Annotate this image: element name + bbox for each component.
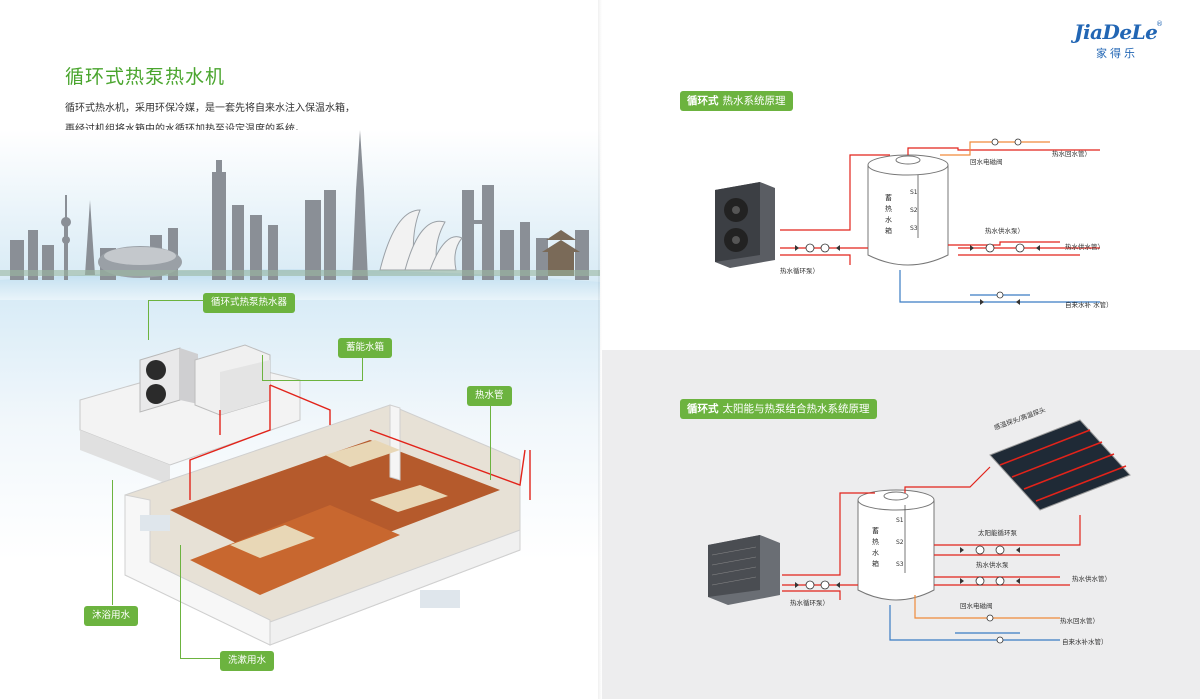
heat-pump-unit <box>139 347 198 413</box>
sensor-label: S3 <box>896 561 904 568</box>
callout-line <box>148 300 203 301</box>
return-valve-label: 回水电磁阀 <box>960 601 993 610</box>
supply-pipe-label: 热水供水管） <box>1065 242 1104 251</box>
sensor-label: S3 <box>910 225 918 232</box>
diagram2-tag: 循环式太阳能与热泵结合热水系统原理 <box>680 399 877 419</box>
description: 循环式热水机，采用环保冷媒，是一套先将自来水注入保温水箱， 再经过机组将水箱中的… <box>65 98 395 140</box>
tank-char: 热 <box>885 204 892 213</box>
makeup-pipe-label: 自来水补 水管） <box>1065 300 1113 309</box>
supply-pump-label: 热水供水泵） <box>985 226 1024 235</box>
callout-line <box>148 300 149 340</box>
circ-pump-label: 热水循环泵） <box>790 598 829 607</box>
callout-heater: 循环式热泵热水器 <box>203 293 296 313</box>
callout-wash: 洗漱用水 <box>220 651 275 671</box>
tank-char: 蓄 <box>872 526 879 535</box>
callout-line <box>180 658 220 659</box>
storage-tank-icon <box>867 154 949 266</box>
heat-pump-icon <box>715 182 775 268</box>
callout-line <box>490 400 491 480</box>
diagram2-svg: 感温探头/高温探头 蓄 热 水 箱 S1 S2 S3 <box>708 405 1131 646</box>
callout-line <box>262 355 263 380</box>
storage-tank-icon <box>857 489 935 601</box>
tank-char: 蓄 <box>885 193 892 202</box>
return-pipe-label: 热水回水管） <box>1060 616 1099 625</box>
supply-pipe-label: 热水供水管） <box>1072 574 1111 583</box>
logo-chinese: 家得乐 <box>1096 47 1138 60</box>
callout-line <box>180 545 181 658</box>
heat-pump-icon <box>708 535 780 605</box>
sensor-label: S1 <box>896 517 904 524</box>
house-cutaway-illustration <box>79 344 531 646</box>
callout-bath: 沐浴用水 <box>84 606 139 626</box>
callout-tank: 蓄能水箱 <box>338 338 393 358</box>
left-page: 循环式热泵热水机 循环式热水机，采用环保冷媒，是一套先将自来水注入保温水箱， 再… <box>0 0 600 699</box>
return-pipe-label: 热水回水管） <box>1052 149 1091 158</box>
diagram1-tag-text: 热水系统原理 <box>722 95 786 107</box>
diagram1-svg: 蓄 热 水 箱 S1 S2 S3 <box>715 138 1113 309</box>
diagram1-tag: 循环式热水系统原理 <box>680 91 793 111</box>
logo-wordmark: JiaDeLe <box>1074 20 1158 44</box>
tank-char: 箱 <box>872 559 879 568</box>
callout-line <box>112 480 113 605</box>
return-valve-label: 回水电磁阀 <box>970 157 1003 166</box>
page-spine <box>598 0 602 699</box>
tank-char: 水 <box>872 548 879 557</box>
sensor-label: S1 <box>910 189 918 196</box>
page-title: 循环式热泵热水机 <box>65 66 226 88</box>
callout-pipe: 热水管 <box>467 386 512 406</box>
storage-tank <box>194 344 271 416</box>
sensor-label: S2 <box>896 539 904 546</box>
circ-pump-label: 热水循环泵） <box>780 266 819 275</box>
collector-label: 感温探头/高温探头 <box>993 405 1047 432</box>
callout-line <box>262 380 362 381</box>
tank-char: 水 <box>885 215 892 224</box>
registered-mark: ® <box>1156 20 1163 28</box>
diagram1-tag-bold: 循环式 <box>687 95 719 107</box>
sensor-label: S2 <box>910 207 918 214</box>
callout-line <box>362 353 363 381</box>
diagram2-tag-bold: 循环式 <box>687 403 719 415</box>
supply-pump-label: 热水供水泵 <box>976 560 1009 569</box>
city-skyline-image <box>0 130 600 300</box>
diagram2-tag-text: 太阳能与热泵结合热水系统原理 <box>722 403 870 415</box>
tank-char: 热 <box>872 537 879 546</box>
solar-collector-icon <box>989 419 1131 511</box>
description-line: 循环式热水机，采用环保冷媒，是一套先将自来水注入保温水箱， <box>65 103 355 114</box>
tank-char: 箱 <box>885 226 892 235</box>
brand-logo: JiaDeLe ® 家得乐 <box>1074 18 1174 66</box>
description-line: 再经过机组将水箱中的水循环加热至设定温度的系统。 <box>65 124 305 135</box>
makeup-pipe-label: 自来水补水管） <box>1062 637 1108 646</box>
solar-pump-label: 太阳能循环泵 <box>978 528 1018 537</box>
